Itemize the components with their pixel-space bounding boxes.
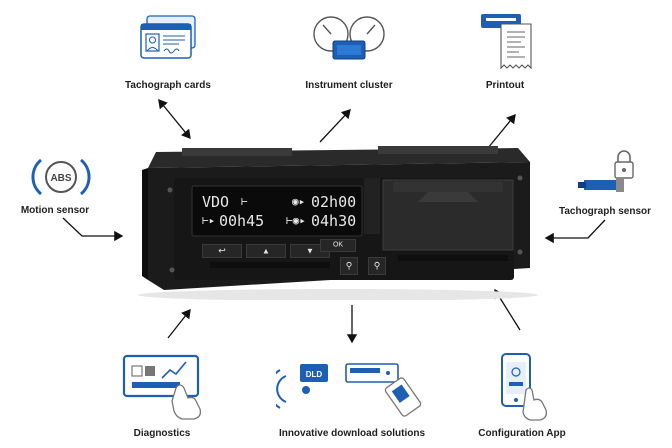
driver1-button[interactable]: ⚲ — [340, 257, 358, 275]
display-driver-status-icon: ⊢ — [241, 195, 248, 208]
label-instrument-cluster: Instrument cluster — [305, 80, 393, 91]
display-rest-time-left: 00h45 — [219, 212, 265, 230]
label-configuration-app: Configuration App — [478, 428, 566, 439]
dld-badge-text: DLD — [306, 370, 323, 379]
tachograph-sensor-icon — [578, 150, 638, 200]
printout-icon — [477, 10, 541, 72]
back-button[interactable]: ↩ — [202, 244, 242, 258]
display-brand: VDO — [202, 193, 230, 211]
arrow-instrument-cluster — [319, 109, 351, 143]
driver2-icon: ⚲ — [373, 260, 381, 271]
tachograph-device: VDO ⊢ ◉▸ 02h00 ⊢▸ 00h45 ⊢◉▸ 04h30 ↩ ▲ ▼ … — [128, 140, 538, 300]
label-tachograph-sensor: Tachograph sensor — [558, 206, 652, 217]
ok-button-label: OK — [332, 241, 344, 249]
back-arrow-icon: ↩ — [218, 245, 226, 256]
arrow-printout — [487, 113, 516, 149]
driver1-icon: ⚲ — [345, 260, 353, 271]
down-triangle-icon: ▼ — [306, 246, 314, 256]
arrow-tachograph-cards — [158, 98, 191, 140]
configuration-app-icon — [494, 350, 556, 424]
label-printout: Printout — [485, 80, 525, 91]
arrow-motion-sensor — [62, 217, 124, 242]
display-rest-time-right: 04h30 — [311, 212, 357, 230]
label-diagnostics: Diagnostics — [133, 428, 191, 439]
download-solutions-icon: DLD — [276, 356, 446, 422]
up-button[interactable]: ▲ — [246, 244, 286, 258]
display-drive-time: 02h00 — [311, 193, 357, 211]
ok-button[interactable]: OK — [320, 239, 356, 252]
abs-badge-text: ABS — [50, 173, 71, 184]
driver2-button[interactable]: ⚲ — [368, 257, 386, 275]
tachograph-cards-icon — [137, 14, 199, 66]
up-triangle-icon: ▲ — [262, 246, 270, 256]
label-tachograph-cards: Tachograph cards — [125, 80, 211, 91]
display-rest-icon-right: ⊢◉▸ — [286, 214, 306, 227]
abs-sensor-icon: ABS — [31, 152, 91, 202]
display-drive-icon: ◉▸ — [292, 195, 306, 208]
label-download-solutions: Innovative download solutions — [278, 428, 426, 439]
label-motion-sensor: Motion sensor — [20, 205, 90, 216]
instrument-cluster-icon — [311, 12, 387, 66]
display-rest-icon-left: ⊢▸ — [202, 214, 216, 227]
arrow-tachograph-sensor — [544, 219, 606, 244]
arrow-diagnostics — [167, 308, 191, 339]
diagnostics-icon — [120, 352, 212, 422]
